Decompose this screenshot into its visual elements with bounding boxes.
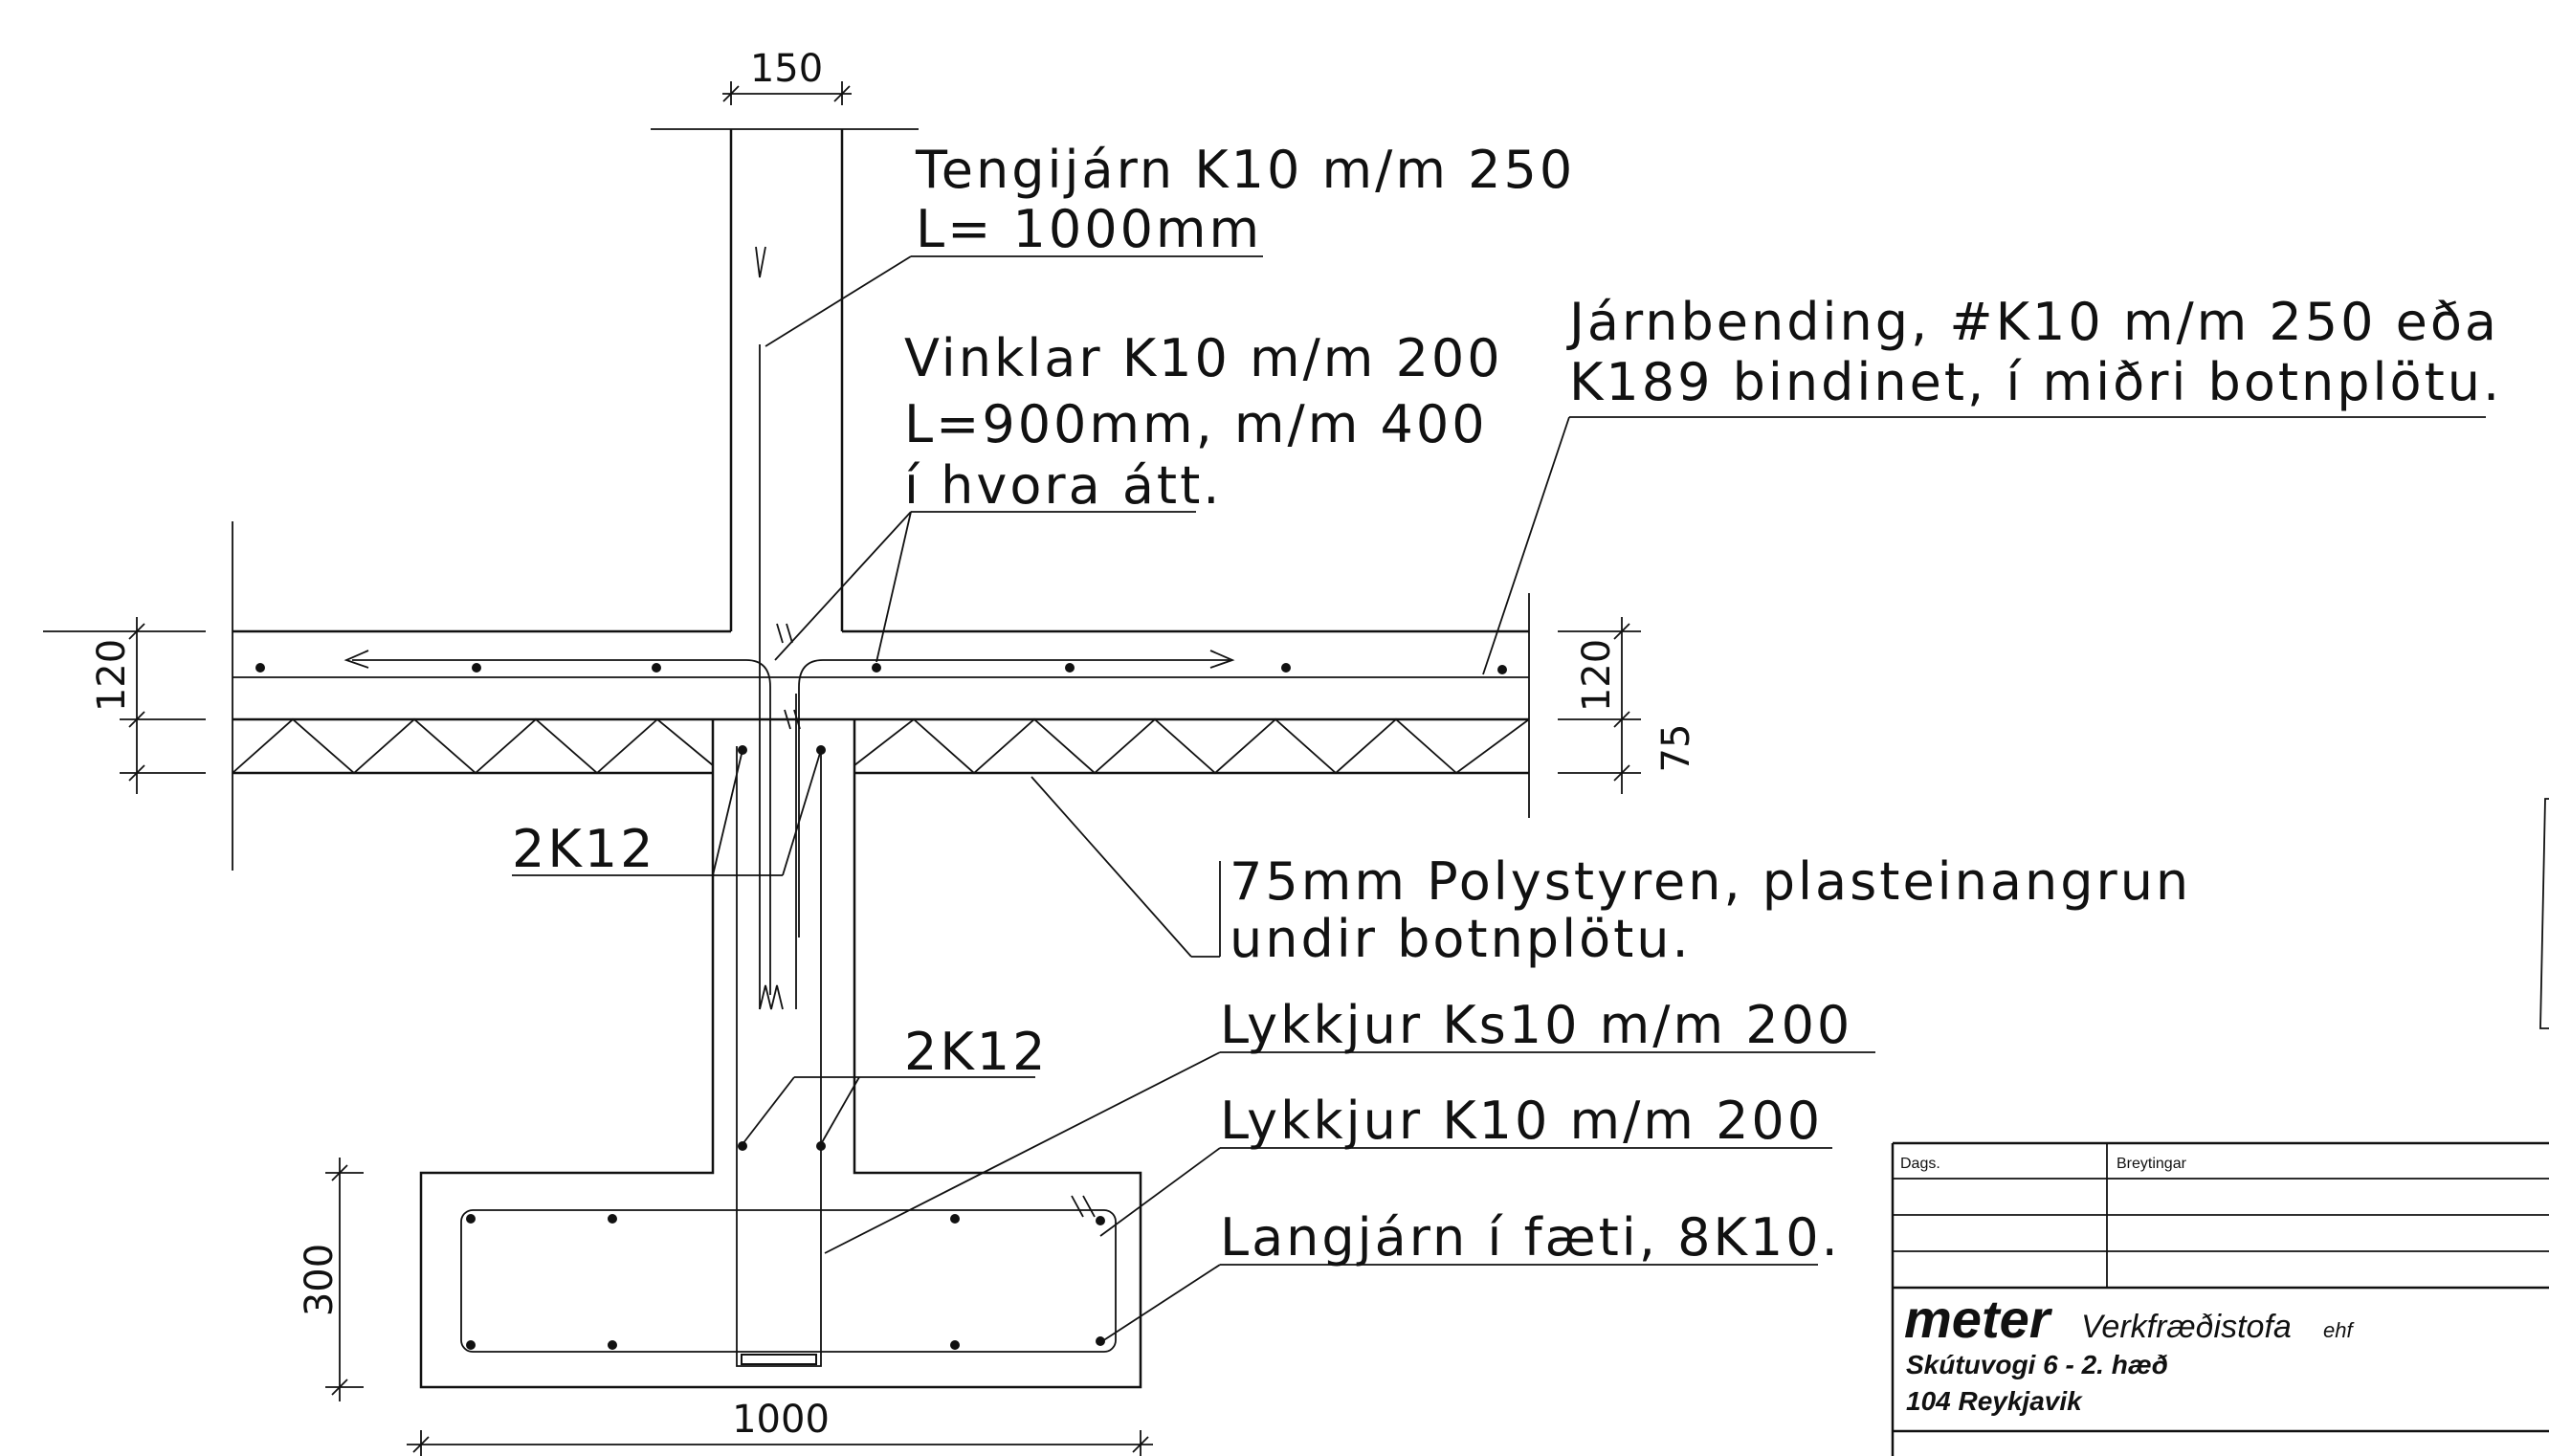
tie-bar-u [755, 246, 797, 1010]
company-name: Verkfræðistofa [2081, 1309, 2292, 1345]
dim-footing-width: 1000 [732, 1398, 830, 1442]
label-vinklar-3: í hvora átt. [904, 455, 1222, 516]
dim-insulation-right: 75 [1654, 724, 1698, 773]
dimension-footing-height: 300 [298, 1158, 364, 1401]
corner-l-bars [344, 623, 1235, 995]
dim-slab-right: 120 [1575, 639, 1619, 712]
label-polystyren-2: undir botnplötu. [1230, 909, 1692, 969]
address-line-2: 104 Reykjavik [1906, 1386, 2083, 1416]
dim-footing-height: 300 [298, 1244, 342, 1316]
dim-wall-width: 150 [750, 47, 823, 91]
title-block-changes-header: Breytingar [2117, 1156, 2187, 1172]
stem-stirrups [736, 746, 822, 1367]
label-tengijarn-2: L= 1000mm [916, 199, 1262, 259]
label-2k12-upper: 2K12 [512, 819, 655, 879]
address-line-1: Skútuvogi 6 - 2. hæð [1906, 1350, 2168, 1379]
title-block: Dags. Breytingar meter Verkfræðistofa eh… [1891, 1141, 2549, 1456]
label-langjarn: Langjárn í fæti, 8K10. [1220, 1207, 1841, 1268]
adjacent-detail-fragment [2539, 798, 2549, 1029]
label-tengijarn-1: Tengijárn K10 m/m 250 [915, 140, 1575, 200]
title-block-date-header: Dags. [1900, 1156, 1940, 1172]
leader-lines [512, 255, 2486, 1342]
label-2k12-lower: 2K12 [904, 1022, 1048, 1082]
foundation-stem [419, 719, 1142, 1389]
label-lykkjur-ks10: Lykkjur Ks10 m/m 200 [1220, 995, 1852, 1055]
dimension-footing-width: 1000 [407, 1398, 1153, 1456]
dimension-wall-width: 150 [722, 47, 852, 105]
rebar-dots [255, 663, 1507, 1350]
wall [651, 128, 919, 631]
insulation-layer [232, 717, 1530, 775]
label-jarnbending-1: Járnbending, #K10 m/m 250 eða [1566, 292, 2499, 352]
floor-slab [232, 521, 1530, 871]
company-suffix: ehf [2323, 1318, 2355, 1342]
label-vinklar-2: L=900mm, m/m 400 [904, 394, 1488, 454]
label-polystyren-1: 75mm Polystyren, plasteinangrun [1230, 851, 2191, 912]
dim-slab-left: 120 [90, 639, 134, 712]
footing-stirrup [460, 1195, 1117, 1353]
label-lykkjur-k10: Lykkjur K10 m/m 200 [1220, 1091, 1823, 1151]
dimension-slab-left: 120 [43, 617, 206, 794]
brand-logo-text: meter [1904, 1289, 2053, 1349]
label-jarnbending-2: K189 bindinet, í miðri botnplötu. [1569, 352, 2502, 412]
label-vinklar-1: Vinklar K10 m/m 200 [904, 328, 1503, 388]
dimension-slab-right: 120 75 [1558, 617, 1698, 794]
